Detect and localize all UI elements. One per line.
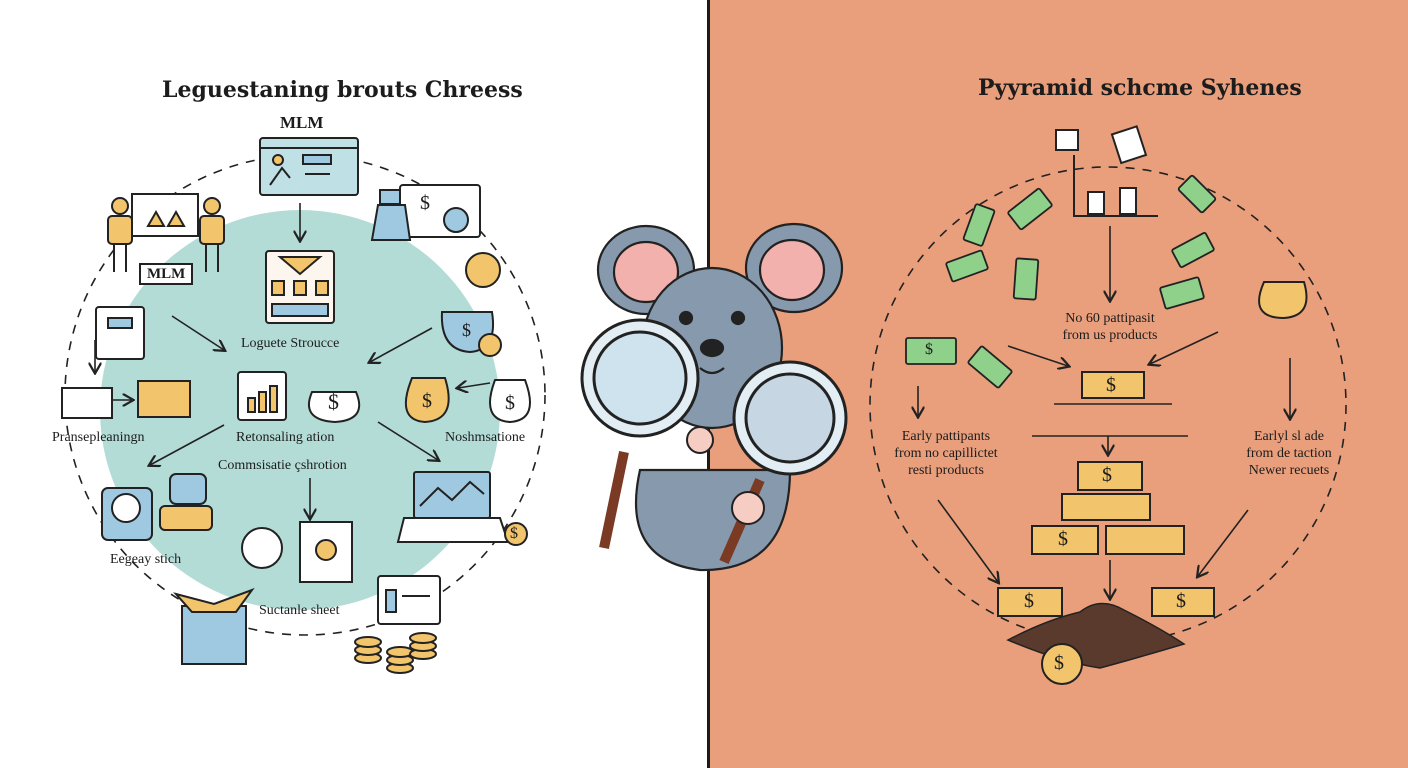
dollar-bag-gold: $ [422, 390, 432, 412]
receipt-icon [61, 306, 191, 419]
coin-hand-icon [465, 252, 501, 288]
left-title: Leguestaning brouts Chreess [162, 77, 523, 103]
flow-arrows [95, 315, 491, 518]
dollar-pyramid-1: $ [1102, 464, 1112, 486]
people-triangle-icon [107, 193, 225, 285]
cycle-icon [241, 521, 353, 583]
right-title: Pyyramid schcme Syhenes [978, 75, 1302, 101]
nosh-label: Noshmsatione [445, 430, 526, 445]
coin-stacks-icon [354, 632, 437, 674]
commis-label: Commsisatie çshrotion [218, 458, 347, 473]
chart-board-icon [237, 371, 361, 424]
bank-icon [370, 184, 481, 241]
gold-coin [1041, 643, 1083, 685]
org-structure-icon [265, 250, 335, 324]
open-box-icon [173, 587, 255, 665]
mlm-top-label: MLM [280, 113, 324, 132]
center-note: No 60 pattipasit from us products [1062, 311, 1158, 343]
document-icon [377, 575, 441, 625]
top-machine-icon [1055, 125, 1158, 217]
dollar-coin: $ [1054, 652, 1064, 674]
dollar-pyramid-4: $ [1176, 590, 1186, 612]
dollar-bag-white: $ [505, 392, 515, 414]
dollar-bill: $ [925, 341, 933, 358]
structure-label: Loguete Stroucce [241, 336, 340, 351]
dollar-laptop: $ [510, 525, 518, 542]
dollar-bank: $ [420, 192, 430, 214]
clock-robot-icon [101, 473, 213, 541]
magnifier-right-icon [719, 360, 848, 565]
dollar-pyramid-3: $ [1024, 590, 1034, 612]
mouse-hand [731, 491, 765, 525]
magnifier-left-icon [580, 318, 700, 550]
money-bag-icon [404, 311, 531, 424]
laptop-chart-icon [396, 471, 528, 546]
pyramid-blocks [997, 371, 1215, 617]
prawn-label: Pransepleaningn [52, 430, 145, 445]
dollar-bag-left: $ [328, 389, 339, 414]
flying-money [905, 174, 1217, 389]
egeay-label: Eegeay stich [110, 552, 182, 567]
left-note: Early pattipants from no capillictet res… [894, 429, 998, 478]
mlm-sign-label: MLM [147, 266, 186, 282]
pyramid-arrows [918, 331, 1290, 598]
mouse-paw [686, 426, 714, 454]
suctane-label: Suctanle sheet [259, 603, 340, 618]
dollar-pyramid-top: $ [1106, 374, 1116, 396]
money-bag-right-icon [1258, 281, 1308, 320]
presentation-monitor-icon [259, 137, 359, 196]
dollar-pyramid-2: $ [1058, 528, 1068, 550]
right-note: Earlyl sl ade from de taction Newer recu… [1246, 429, 1332, 478]
retons-label: Retonsaling ation [236, 430, 335, 445]
right-dashed-circle [869, 166, 1347, 644]
dollar-bag-blue: $ [462, 320, 471, 340]
